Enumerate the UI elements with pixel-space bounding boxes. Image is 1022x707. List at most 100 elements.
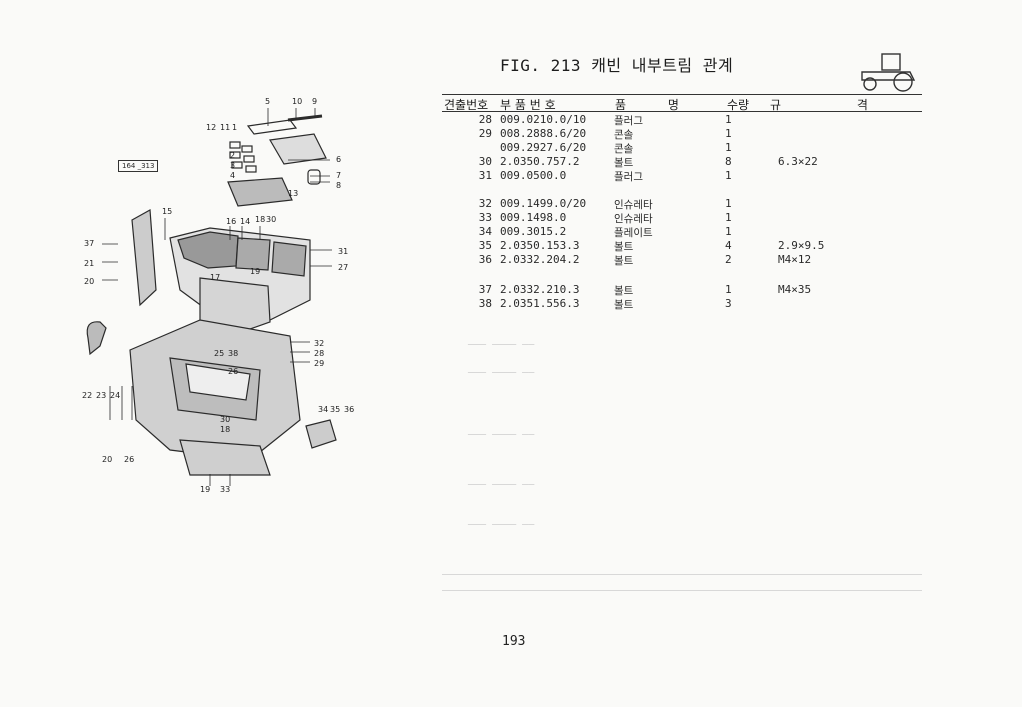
tractor-icon (861, 53, 916, 92)
svg-text:23: 23 (96, 391, 106, 400)
header-qty: 수량 (727, 98, 750, 112)
svg-text:26: 26 (124, 455, 134, 464)
cell-spec: M4×35 (778, 283, 812, 296)
cell-qty: 2 (725, 253, 732, 266)
table-header-rule (442, 111, 922, 112)
svg-text:35: 35 (330, 405, 340, 414)
header-name: 품 명 (615, 98, 679, 112)
table-row: 32 009.1499.0/20 인슈레타 1 (442, 197, 922, 211)
cell-part: 009.1499.0/20 (500, 197, 587, 210)
cell-qty: 8 (725, 155, 732, 168)
header-key-no: 견출번호 (444, 98, 489, 112)
table-row: 36 2.0332.204.2 볼트 2 M4×12 (442, 253, 922, 267)
cell-key: 33 (478, 211, 492, 224)
svg-text:19: 19 (200, 485, 210, 494)
table-row: 37 2.0332.210.3 볼트 1 M4×35 (442, 283, 922, 297)
cell-qty: 1 (725, 225, 732, 238)
svg-text:17: 17 (210, 273, 220, 282)
svg-text:28: 28 (314, 349, 324, 358)
svg-text:38: 38 (228, 349, 238, 358)
cell-qty: 1 (725, 211, 732, 224)
svg-text:14: 14 (240, 217, 250, 226)
header-part-no: 부 품 번 호 (500, 98, 556, 112)
cell-name: 플러그 (614, 171, 643, 183)
cell-name: 인슈레타 (614, 199, 653, 211)
svg-text:10: 10 (292, 97, 302, 106)
cell-name: 콘솔 (614, 129, 634, 141)
cell-part: 008.2888.6/20 (500, 127, 587, 140)
svg-text:27: 27 (338, 263, 348, 272)
svg-text:24: 24 (110, 391, 120, 400)
svg-text:2: 2 (230, 151, 235, 160)
svg-text:7: 7 (336, 171, 341, 180)
cell-name: 볼트 (614, 285, 634, 297)
cell-qty: 1 (725, 141, 732, 154)
svg-text:4: 4 (230, 171, 235, 180)
cell-qty: 1 (725, 127, 732, 140)
cell-key: 36 (478, 253, 492, 266)
svg-text:18: 18 (220, 425, 230, 434)
cell-part: 009.0500.0 (500, 169, 567, 182)
svg-text:37: 37 (84, 239, 94, 248)
svg-text:20: 20 (102, 455, 112, 464)
svg-text:25: 25 (214, 349, 224, 358)
cell-name: 플레이트 (614, 227, 653, 239)
svg-text:18: 18 (255, 215, 265, 224)
svg-text:21: 21 (84, 259, 94, 268)
cell-key: 30 (478, 155, 492, 168)
svg-text:19: 19 (250, 267, 260, 276)
svg-text:12: 12 (206, 123, 216, 132)
cell-qty: 4 (725, 239, 732, 252)
svg-text:1: 1 (232, 123, 237, 132)
cell-part: 2.0351.556.3 (500, 297, 580, 310)
cell-qty: 1 (725, 283, 732, 296)
cell-key: 29 (478, 127, 492, 140)
table-row: 35 2.0350.153.3 볼트 4 2.9×9.5 (442, 239, 922, 253)
table-row: 38 2.0351.556.3 볼트 3 (442, 297, 922, 311)
cell-qty: 1 (725, 113, 732, 126)
table-row: 29 008.2888.6/20 콘솔 1 (442, 127, 922, 141)
svg-text:8: 8 (336, 181, 341, 190)
svg-text:34: 34 (318, 405, 328, 414)
svg-text:22: 22 (82, 391, 92, 400)
cell-name: 볼트 (614, 299, 634, 311)
figure-ref-tag: 164 _313 (118, 160, 159, 172)
header-spec: 규 격 (770, 98, 868, 112)
table-row: 009.2927.6/20 콘솔 1 (442, 141, 922, 155)
cell-spec: M4×12 (778, 253, 812, 266)
svg-text:33: 33 (220, 485, 230, 494)
svg-text:11: 11 (220, 123, 230, 132)
cell-key: 34 (478, 225, 492, 238)
cell-part: 2.0332.210.3 (500, 283, 580, 296)
cell-part: 009.0210.0/10 (500, 113, 587, 126)
cell-part: 009.1498.0 (500, 211, 567, 224)
cell-qty: 1 (725, 197, 732, 210)
svg-text:31: 31 (338, 247, 348, 256)
table-row: 28 009.0210.0/10 플러그 1 (442, 113, 922, 127)
cell-key: 38 (478, 297, 492, 310)
svg-text:30: 30 (220, 415, 230, 424)
cell-qty: 3 (725, 297, 732, 310)
cell-part: 009.3015.2 (500, 225, 567, 238)
cell-spec: 2.9×9.5 (778, 239, 825, 252)
cell-spec: 6.3×22 (778, 155, 818, 168)
svg-text:9: 9 (312, 97, 317, 106)
svg-text:32: 32 (314, 339, 324, 348)
cell-key: 32 (478, 197, 492, 210)
svg-text:29: 29 (314, 359, 324, 368)
svg-text:15: 15 (162, 207, 172, 216)
cell-key: 28 (478, 113, 492, 126)
svg-text:30: 30 (266, 215, 276, 224)
cell-key: 35 (478, 239, 492, 252)
cell-name: 콘솔 (614, 143, 634, 155)
table-top-rule (442, 94, 922, 95)
svg-text:6: 6 (336, 155, 341, 164)
cell-part: 2.0332.204.2 (500, 253, 580, 266)
svg-text:5: 5 (265, 97, 270, 106)
cell-name: 인슈레타 (614, 213, 653, 225)
svg-text:26: 26 (228, 367, 238, 376)
cell-part: 2.0350.153.3 (500, 239, 580, 252)
table-row: 30 2.0350.757.2 볼트 8 6.3×22 (442, 155, 922, 169)
